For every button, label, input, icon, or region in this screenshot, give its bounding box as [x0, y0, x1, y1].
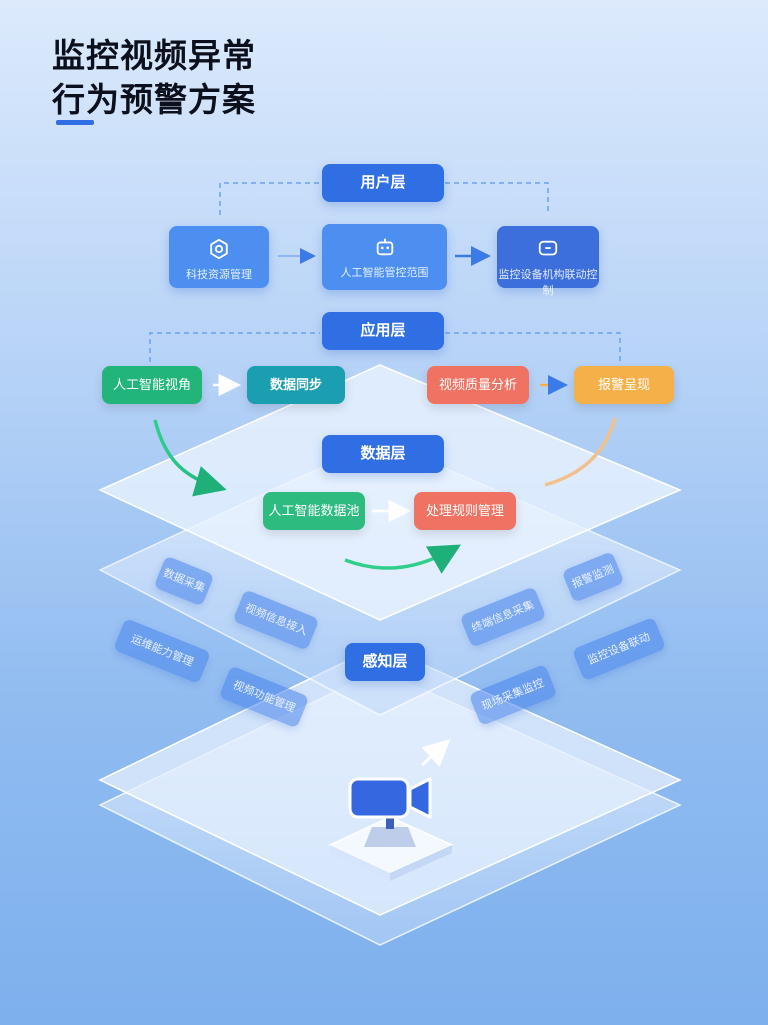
title-accent-bar	[56, 120, 94, 125]
user-box-label: 科技资源管理	[186, 269, 252, 281]
data-layer-tag: 数据层	[322, 435, 444, 473]
app-layer-tag: 应用层	[322, 312, 444, 350]
user-box-device-linkage[interactable]: 监控设备机构联动控制	[497, 226, 599, 297]
sense-layer-tag: 感知层	[345, 643, 425, 681]
app-item-data-sync[interactable]: 数据同步	[247, 366, 345, 404]
user-layer-tag: 用户层	[322, 164, 444, 202]
user-box-label: 人工智能管控范围	[340, 267, 429, 279]
app-item-alarm-display[interactable]: 报警呈现	[574, 366, 674, 404]
platform-data	[98, 364, 682, 621]
camera-icon	[328, 777, 454, 881]
title-line-2: 行为预警方案	[52, 81, 256, 118]
user-box-ai-control[interactable]: 人工智能管控范围	[322, 224, 447, 290]
robot-icon	[376, 238, 393, 256]
chat-icon	[538, 240, 558, 256]
app-item-video-quality[interactable]: 视频质量分析	[427, 366, 529, 404]
page-title: 监控视频异常 行为预警方案	[52, 34, 256, 122]
data-item-ai-pool[interactable]: 人工智能数据池	[263, 492, 365, 530]
gear-icon	[210, 238, 228, 260]
data-item-rule-mgmt[interactable]: 处理规则管理	[414, 492, 516, 530]
app-item-ai-view[interactable]: 人工智能视角	[102, 366, 202, 404]
user-box-label: 监控设备机构联动控制	[498, 269, 598, 297]
title-line-1: 监控视频异常	[52, 37, 256, 74]
user-box-resource-mgmt[interactable]: 科技资源管理	[169, 226, 269, 288]
